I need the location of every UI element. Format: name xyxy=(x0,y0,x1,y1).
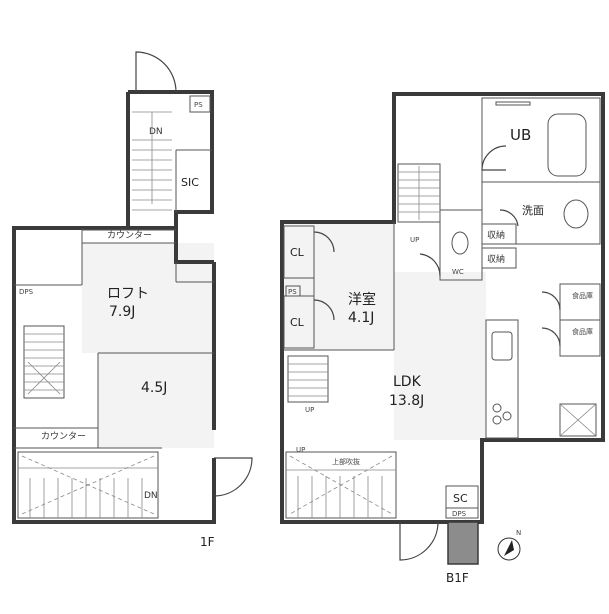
pantry-door-2 xyxy=(541,327,561,347)
compass-north: N xyxy=(516,529,521,537)
ps-label-1f: PS xyxy=(194,101,203,109)
sc-label: SC xyxy=(453,492,468,505)
stair-up-label-3: UP xyxy=(296,446,305,454)
pantry-door-1 xyxy=(541,291,561,311)
ldk-name: LDK xyxy=(393,374,422,390)
washbasin-icon xyxy=(563,199,589,229)
column-b1f xyxy=(447,521,479,565)
stair-up-label-1: UP xyxy=(410,236,419,244)
open-above-label: 上部吹抜 xyxy=(332,457,360,466)
compass-needle-icon xyxy=(504,540,514,556)
ldk-size: 13.8J xyxy=(389,393,424,409)
bedroom-floor xyxy=(284,224,394,350)
room-floor xyxy=(98,353,214,448)
toilet-icon xyxy=(451,231,469,255)
floor-tag-1f: 1F xyxy=(200,535,215,549)
wash-door xyxy=(499,209,519,227)
plan-1f: PS DN SIC カウンター DPS ロフト 7.9J 4.5J カウンター … xyxy=(12,51,253,549)
stair-up-label-2: UP xyxy=(305,406,314,414)
bath-door xyxy=(481,145,507,171)
wc-door xyxy=(419,253,441,277)
loft-size: 7.9J xyxy=(109,304,135,320)
closet-label-2: CL xyxy=(290,316,305,329)
plan-b1f: N UB 洗面 収納 収納 WC UP CL PS CL 洋室 4.1J LDK… xyxy=(280,92,605,585)
closet-door-1 xyxy=(313,231,335,253)
washroom-label: 洗面 xyxy=(522,204,544,217)
sic-label: SIC xyxy=(181,176,199,189)
room-size-1f: 4.5J xyxy=(141,380,167,396)
stove-burner-icon xyxy=(492,415,502,425)
counter-bottom-label: カウンター xyxy=(41,431,86,442)
bedroom-name: 洋室 xyxy=(348,291,376,308)
bathtub-icon xyxy=(547,113,587,177)
closet-label-1: CL xyxy=(290,246,305,259)
closet-door-2 xyxy=(313,299,335,321)
counter-top-label: カウンター xyxy=(107,230,152,241)
entry-door-b1f xyxy=(399,521,439,561)
entry-door-1f xyxy=(135,51,177,93)
ldk-floor xyxy=(394,272,486,440)
stair-dn-top-label: DN xyxy=(149,127,163,137)
stair-dn-bottom-label: DN xyxy=(144,491,158,501)
ub-label: UB xyxy=(510,126,531,144)
storage-label-1: 収納 xyxy=(487,229,505,241)
loft-name: ロフト xyxy=(107,286,149,302)
storage-label-2: 収納 xyxy=(487,253,505,265)
ps-label-b1f: PS xyxy=(288,288,297,296)
bedroom-size: 4.1J xyxy=(348,310,374,326)
balcony-door-1f xyxy=(213,457,253,497)
stove-burner-icon xyxy=(502,411,512,421)
stove-burner-icon xyxy=(492,403,502,413)
sink-icon xyxy=(491,331,513,361)
floor-tag-b1f: B1F xyxy=(446,571,469,585)
wc-label: WC xyxy=(452,268,464,276)
dps-label-b1f: DPS xyxy=(452,510,467,518)
pantry-label-1: 食品庫 xyxy=(572,291,593,300)
pantry-label-2: 食品庫 xyxy=(572,327,593,336)
dps-label-1f: DPS xyxy=(19,288,34,296)
